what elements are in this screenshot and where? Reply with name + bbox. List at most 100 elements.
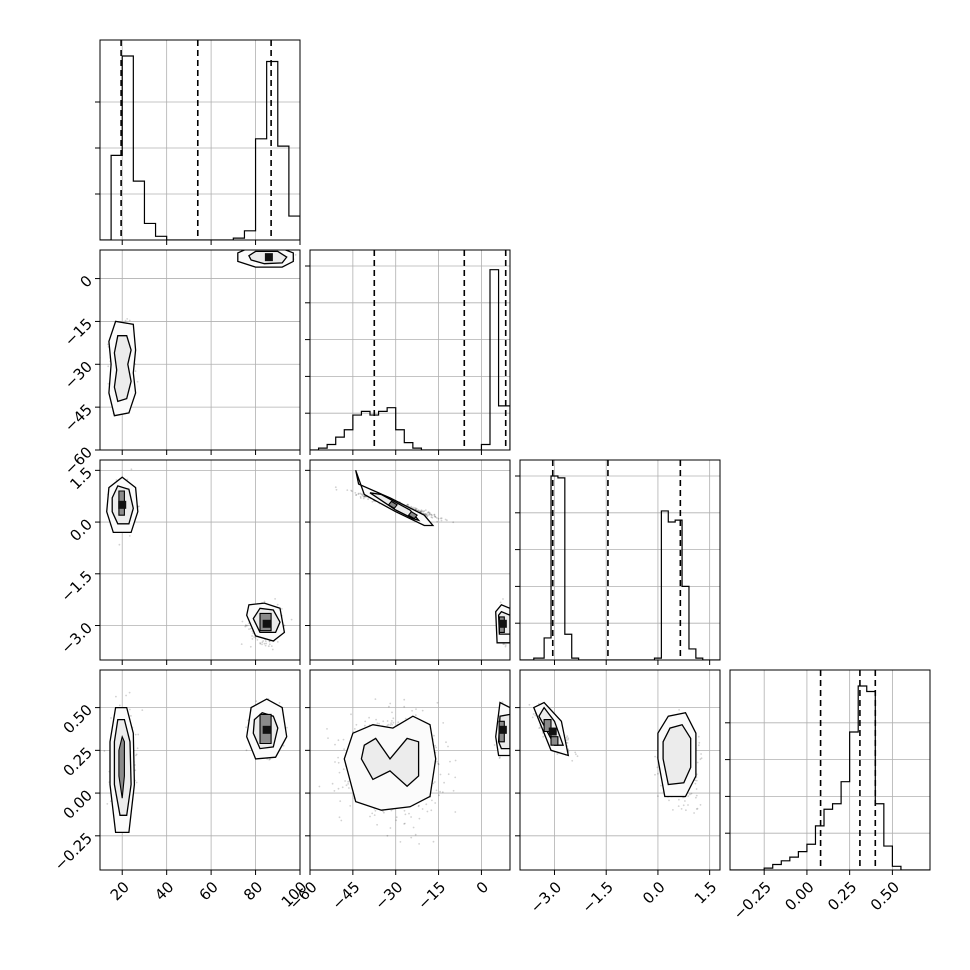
- sample-point: [128, 319, 131, 322]
- sample-point: [426, 513, 428, 516]
- sample-point: [406, 503, 409, 506]
- sample-point: [355, 494, 357, 496]
- density-peak-2-0-1: [262, 619, 271, 628]
- sample-point: [269, 758, 272, 761]
- sample-point: [696, 807, 699, 810]
- sample-point: [103, 750, 106, 752]
- sample-point: [259, 642, 261, 644]
- sample-point: [337, 739, 340, 742]
- sample-point: [338, 771, 341, 774]
- sample-point: [261, 641, 264, 644]
- sample-point: [437, 762, 440, 765]
- x-tick-label-1-3: −15: [414, 878, 449, 913]
- sample-point: [700, 757, 703, 760]
- sample-point: [334, 761, 336, 763]
- density-peak-2-0-0: [118, 500, 127, 509]
- sample-point: [128, 708, 131, 711]
- sample-point: [391, 720, 393, 722]
- sample-point: [326, 728, 328, 730]
- sample-point: [335, 488, 338, 491]
- sample-point: [364, 724, 366, 727]
- x-tick-label-2-3: 1.5: [691, 878, 721, 908]
- density-peak-3-1-1: [498, 725, 507, 734]
- sample-point: [684, 800, 686, 802]
- sample-point: [412, 826, 415, 829]
- sample-point: [136, 747, 139, 750]
- sample-point: [418, 804, 420, 807]
- sample-point: [424, 509, 427, 511]
- sample-point: [435, 517, 438, 519]
- sample-point: [341, 786, 344, 789]
- sample-point: [504, 644, 507, 646]
- sample-point: [410, 505, 412, 508]
- sample-point: [415, 708, 417, 710]
- sample-point: [107, 365, 110, 368]
- sample-point: [348, 787, 350, 789]
- sample-point: [349, 805, 352, 807]
- sample-point: [382, 720, 385, 723]
- x-tick-label-0-0: 20: [107, 878, 133, 904]
- sample-point: [124, 319, 127, 322]
- sample-point: [504, 645, 507, 648]
- sample-point: [362, 497, 365, 500]
- sample-point: [125, 694, 127, 697]
- sample-point: [290, 618, 293, 621]
- x-tick-label-2-0: −3.0: [527, 878, 565, 916]
- sample-point: [447, 745, 449, 748]
- sample-point: [435, 746, 438, 749]
- sample-point: [134, 370, 137, 372]
- contour-3-0-0-2: [118, 734, 125, 799]
- sample-point: [376, 823, 378, 826]
- sample-point: [389, 827, 392, 829]
- sample-point: [115, 695, 117, 698]
- sample-point: [411, 709, 413, 712]
- sample-point: [433, 734, 435, 737]
- sample-point: [428, 513, 431, 515]
- sample-point: [334, 743, 336, 746]
- sample-point: [360, 493, 363, 495]
- y-tick-label-3-1: 0.00: [60, 786, 96, 822]
- sample-point: [115, 479, 118, 481]
- sample-point: [429, 512, 431, 515]
- sample-point: [403, 823, 405, 825]
- sample-point: [135, 753, 138, 756]
- density-peak-3-2-0: [548, 727, 557, 736]
- sample-point: [407, 504, 410, 506]
- sample-point: [429, 513, 432, 516]
- sample-point: [337, 787, 340, 790]
- sample-point: [138, 505, 140, 508]
- sample-point: [390, 722, 392, 724]
- density-peak-3-0-1: [262, 725, 271, 734]
- y-tick-label-3-0: −0.25: [51, 829, 96, 874]
- sample-point: [571, 759, 574, 762]
- sample-point: [268, 758, 271, 761]
- sample-point: [107, 343, 109, 346]
- x-tick-label-3-1: 0.00: [781, 878, 817, 914]
- sample-point: [695, 788, 698, 790]
- sample-point: [278, 702, 281, 704]
- sample-point: [436, 701, 439, 704]
- sample-point: [575, 753, 577, 756]
- sample-point: [410, 836, 413, 839]
- histogram-2-frame: [519, 459, 721, 661]
- x-tick-label-0-2: 60: [196, 878, 222, 904]
- sample-point: [128, 535, 131, 537]
- x-tick-label-0-3: 80: [240, 878, 266, 904]
- contour-2-1-0-0: [355, 470, 435, 527]
- sample-point: [454, 776, 457, 779]
- sample-point: [501, 701, 504, 703]
- sample-point: [404, 717, 407, 720]
- sample-point: [130, 468, 133, 471]
- sample-point: [389, 702, 392, 705]
- sample-point: [657, 772, 659, 775]
- sample-point: [421, 709, 424, 712]
- sample-point: [337, 761, 340, 764]
- sample-point: [430, 516, 433, 519]
- sample-point: [452, 789, 455, 792]
- sample-point: [656, 766, 659, 769]
- sample-point: [246, 624, 249, 627]
- sample-point: [355, 493, 358, 496]
- sample-point: [437, 763, 440, 766]
- sample-point: [268, 643, 271, 646]
- sample-point: [693, 812, 695, 814]
